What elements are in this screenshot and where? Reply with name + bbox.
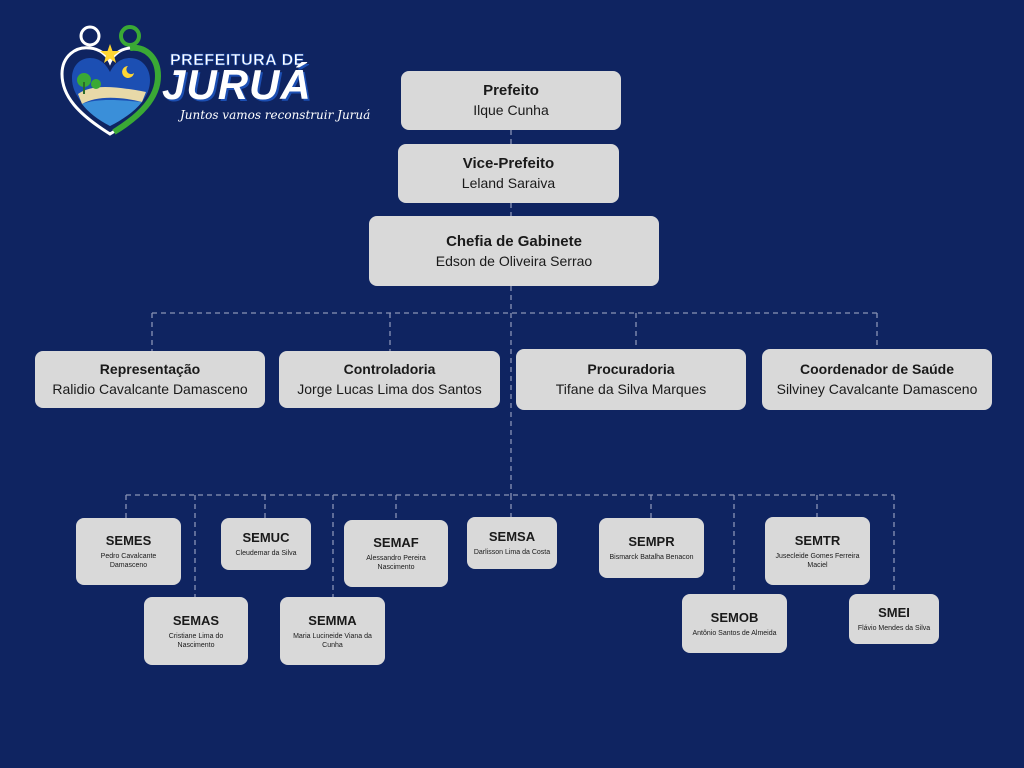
org-box-title: SEMMA bbox=[308, 612, 357, 628]
org-box-semes[interactable]: SEMES Pedro Cavalcante Damasceno bbox=[76, 518, 181, 585]
org-box-name: Bismarck Batalha Benacon bbox=[609, 554, 694, 561]
org-box-representacao[interactable]: Representação Ralidio Cavalcante Damasce… bbox=[35, 351, 265, 408]
org-box-semob[interactable]: SEMOB Antônio Santos de Almeida bbox=[682, 594, 787, 653]
org-box-title: SEMES bbox=[105, 533, 152, 548]
org-box-title: Chefia de Gabinete bbox=[446, 232, 582, 250]
org-box-smei[interactable]: SMEI Flávio Mendes da Silva bbox=[849, 594, 939, 644]
org-box-title: Vice-Prefeito bbox=[462, 155, 555, 172]
logo-slogan: Juntos vamos reconstruir Juruá bbox=[180, 108, 371, 122]
org-box-prefeito[interactable]: Prefeito Ilque Cunha bbox=[401, 71, 621, 130]
org-box-controladoria[interactable]: Controladoria Jorge Lucas Lima dos Santo… bbox=[279, 351, 500, 408]
org-box-title: SEMAF bbox=[373, 535, 419, 550]
org-box-semma[interactable]: SEMMA Maria Lucineide Viana da Cunha bbox=[280, 597, 385, 665]
org-box-title: SEMAS bbox=[172, 612, 220, 628]
org-box-chefia-de-gabinete[interactable]: Chefia de Gabinete Edson de Oliveira Ser… bbox=[369, 216, 659, 286]
org-box-semtr[interactable]: SEMTR Jusecleide Gomes Ferreira Maciel bbox=[765, 517, 870, 585]
org-box-semas[interactable]: SEMAS Cristiane Lima do Nascimento bbox=[144, 597, 248, 665]
org-box-title: Coordenador de Saúde bbox=[799, 361, 955, 377]
org-box-name: Ilque Cunha bbox=[473, 102, 549, 118]
org-box-name: Cleudemar da Silva bbox=[235, 550, 297, 557]
org-box-semsa[interactable]: SEMSA Darlisson Lima da Costa bbox=[467, 517, 557, 569]
org-box-title: SEMSA bbox=[488, 529, 536, 544]
org-box-title: Prefeito bbox=[483, 82, 539, 99]
org-box-name: Ralidio Cavalcante Damasceno bbox=[52, 381, 248, 397]
org-box-name: Cristiane Lima do Nascimento bbox=[168, 632, 224, 649]
org-box-name: Alessandro Pereira Nascimento bbox=[366, 555, 426, 571]
logo-text-jurua: JURUÁ bbox=[162, 61, 312, 108]
org-box-name: Jorge Lucas Lima dos Santos bbox=[297, 381, 482, 397]
org-box-title: SEMOB bbox=[710, 609, 759, 625]
org-box-title: SMEI bbox=[878, 605, 910, 620]
org-box-name: Tifane da Silva Marques bbox=[555, 381, 707, 397]
org-box-name: Silviney Cavalcante Damasceno bbox=[776, 381, 978, 397]
org-box-procuradoria[interactable]: Procuradoria Tifane da Silva Marques bbox=[516, 349, 746, 410]
org-box-title: Procuradoria bbox=[587, 361, 675, 377]
logo-text-prefeitura: PREFEITURA DE bbox=[170, 52, 305, 70]
org-box-title: Representação bbox=[99, 361, 201, 377]
logo-emblem-icon bbox=[60, 25, 162, 136]
org-box-sempr[interactable]: SEMPR Bismarck Batalha Benacon bbox=[599, 518, 704, 578]
org-box-title: Controladoria bbox=[343, 361, 436, 377]
org-box-name: Darlisson Lima da Costa bbox=[473, 549, 551, 556]
org-box-name: Edson de Oliveira Serrao bbox=[435, 252, 593, 269]
org-box-title: SEMTR bbox=[794, 532, 841, 548]
org-box-name: Antônio Santos de Almeida bbox=[692, 629, 777, 637]
org-box-name: Maria Lucineide Viana da Cunha bbox=[293, 632, 372, 649]
org-box-name: Pedro Cavalcante Damasceno bbox=[100, 553, 157, 569]
org-box-semaf[interactable]: SEMAF Alessandro Pereira Nascimento bbox=[344, 520, 448, 587]
org-box-name: Flávio Mendes da Silva bbox=[857, 625, 931, 632]
org-box-vice-prefeito[interactable]: Vice-Prefeito Leland Saraiva bbox=[398, 144, 619, 203]
org-box-semuc[interactable]: SEMUC Cleudemar da Silva bbox=[221, 518, 311, 570]
org-box-name: Jusecleide Gomes Ferreira Maciel bbox=[775, 552, 860, 569]
prefeitura-logo: PREFEITURA DE JURUÁ Juntos vamos reconst… bbox=[58, 22, 370, 142]
org-box-title: SEMUC bbox=[242, 530, 290, 545]
org-box-name: Leland Saraiva bbox=[461, 175, 556, 191]
org-box-title: SEMPR bbox=[628, 534, 675, 549]
org-box-coordenador-de-saude[interactable]: Coordenador de Saúde Silviney Cavalcante… bbox=[762, 349, 992, 410]
